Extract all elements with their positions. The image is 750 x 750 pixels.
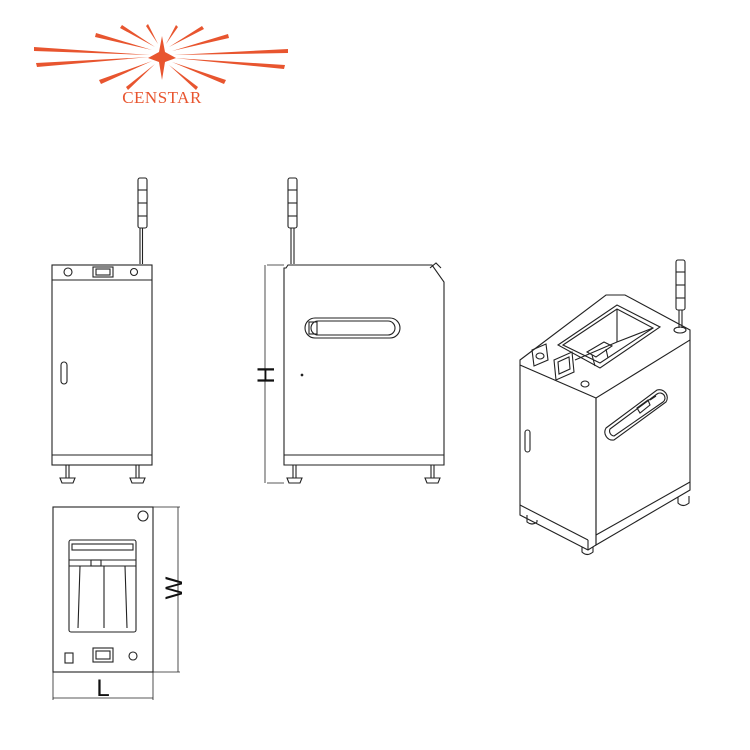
door-handle <box>60 361 68 385</box>
censtar-logo <box>34 24 288 90</box>
leveling-feet <box>286 465 441 484</box>
logo-star-icon <box>148 36 176 80</box>
emergency-stop-icon <box>63 267 73 277</box>
leveling-feet <box>59 465 146 484</box>
side-view: H <box>253 177 445 484</box>
display-screen <box>92 647 114 663</box>
front-view <box>51 177 153 484</box>
height-dimension <box>264 264 284 484</box>
height-label: H <box>253 366 280 383</box>
length-label: L <box>96 675 109 702</box>
door-handle <box>524 429 531 453</box>
display-screen <box>92 266 114 278</box>
signal-tower-base-icon <box>137 510 149 522</box>
leveling-feet <box>526 496 690 556</box>
handle-slot <box>304 317 401 339</box>
isometric-view <box>519 259 691 556</box>
signal-tower <box>137 177 148 264</box>
length-dimension <box>52 672 154 700</box>
power-switch-icon <box>128 651 138 661</box>
power-switch-icon <box>580 380 590 388</box>
logo-text: CENSTAR <box>122 88 202 107</box>
emergency-stop-icon <box>64 652 74 664</box>
emergency-stop-icon <box>531 343 549 367</box>
handle-slot <box>604 389 668 441</box>
display-screen <box>553 351 575 381</box>
signal-tower <box>673 259 687 334</box>
power-switch-icon <box>129 267 139 277</box>
width-dimension <box>153 506 180 673</box>
width-label: W <box>161 576 188 599</box>
top-view: W L <box>52 506 188 702</box>
signal-tower <box>287 177 298 264</box>
